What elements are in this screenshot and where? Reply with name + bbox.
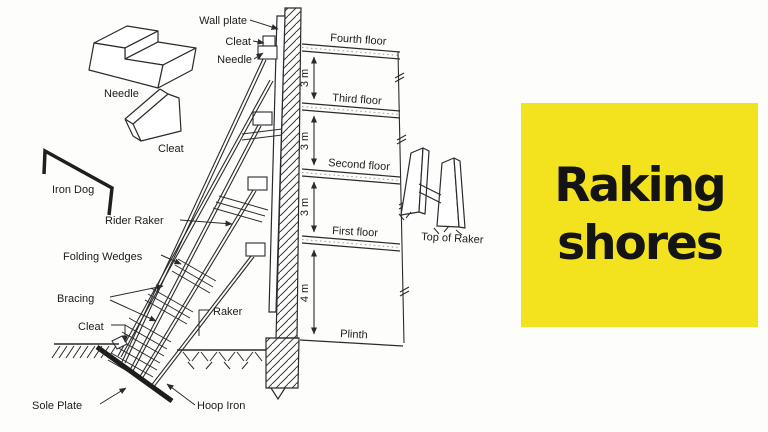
dim-3m-1: 3 m <box>299 69 311 87</box>
label-first-floor: First floor <box>332 225 379 239</box>
wall-plate-member <box>268 15 286 313</box>
label-hoop-iron: Hoop Iron <box>197 400 245 412</box>
raker-3 <box>138 189 257 380</box>
leader-cleat-bottom <box>111 324 128 343</box>
rider-raker-member <box>117 79 274 358</box>
cleat-block-top <box>262 35 276 47</box>
label-rider-raker: Rider Raker <box>105 215 164 227</box>
label-raker: Raker <box>213 306 243 318</box>
label-iron-dog: Iron Dog <box>52 184 94 196</box>
bracing-members <box>107 128 283 385</box>
label-top-of-raker: Top of Raker <box>421 231 484 246</box>
first-floor-slab <box>301 235 401 252</box>
leader-bracing-1 <box>109 284 164 298</box>
leader-lines <box>99 19 279 406</box>
floors <box>299 43 404 347</box>
plinth-line <box>299 339 404 347</box>
brace-group-lower <box>144 287 194 325</box>
dim-4m: 4 m <box>299 284 311 302</box>
brace-pair-3rd <box>241 128 283 141</box>
folding-wedges-group <box>171 258 217 294</box>
raker-4 <box>149 255 255 389</box>
wall-break-mark <box>270 387 286 401</box>
hoop-iron-wrap <box>107 317 172 385</box>
plinth-block <box>265 337 300 389</box>
needle-block-1st <box>245 242 266 257</box>
label-sole-plate: Sole Plate <box>32 400 82 412</box>
ground-hatch-left <box>51 345 117 359</box>
brace-group-upper <box>212 195 269 223</box>
third-floor-slab <box>301 102 401 119</box>
dim-3m-3: 3 m <box>299 198 311 216</box>
leader-raker <box>198 309 209 336</box>
ground-hatch-right <box>182 351 263 370</box>
top-of-raker-drawing <box>398 147 466 236</box>
leader-cleat-top <box>252 38 265 45</box>
leader-rider-raker <box>179 219 233 227</box>
leader-folding-wedges <box>160 254 182 265</box>
title-panel: Raking shores <box>521 103 758 327</box>
fourth-floor-slab <box>301 43 401 60</box>
label-bracing: Bracing <box>57 293 94 305</box>
label-needle-iso: Needle <box>104 88 139 100</box>
leader-hoop-iron <box>166 383 196 406</box>
raker-2 <box>129 124 262 372</box>
leader-bracing-2 <box>109 299 157 322</box>
label-cleat-top: Cleat <box>225 36 251 48</box>
needle-block-3rd <box>252 111 273 126</box>
leader-sole-plate <box>99 387 127 405</box>
label-second-floor: Second floor <box>328 157 391 173</box>
wall-section <box>265 7 302 401</box>
rakers <box>117 58 274 389</box>
outer-dimension-line <box>394 51 410 344</box>
label-wall-plate: Wall plate <box>199 15 247 27</box>
dim-3m-2: 3 m <box>299 132 311 150</box>
sole-plate-member <box>95 344 174 404</box>
leader-wall-plate <box>249 19 279 30</box>
label-third-floor: Third floor <box>332 92 383 107</box>
label-folding-wedges: Folding Wedges <box>63 251 143 263</box>
iron-dog-drawing <box>42 148 114 216</box>
title-line-1: Raking <box>554 158 726 214</box>
label-cleat-iso: Cleat <box>158 143 184 155</box>
label-fourth-floor: Fourth floor <box>330 32 387 48</box>
second-floor-slab <box>301 168 401 185</box>
cleat-iso-drawing <box>124 88 182 142</box>
label-needle-top: Needle <box>217 54 252 66</box>
label-plinth: Plinth <box>340 328 368 341</box>
needle-iso-drawing <box>88 25 197 89</box>
leader-needle-top <box>253 52 264 60</box>
needle-block-2nd <box>247 176 268 191</box>
needle-block-4th <box>257 45 278 60</box>
label-cleat-bottom: Cleat <box>78 321 104 333</box>
title-line-2: shores <box>557 216 724 271</box>
